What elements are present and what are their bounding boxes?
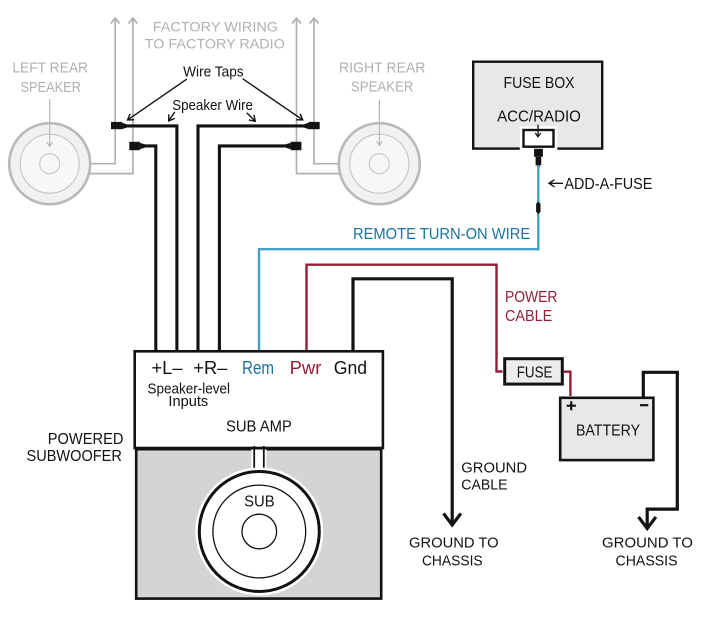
svg-text:SPEAKER: SPEAKER [351,80,414,96]
svg-text:FACTORY WIRING: FACTORY WIRING [153,19,278,35]
svg-text:RIGHT REAR: RIGHT REAR [339,60,426,76]
svg-text:GROUND: GROUND [461,460,527,477]
svg-text:SUBWOOFER: SUBWOOFER [27,448,122,465]
svg-text:FUSE: FUSE [517,365,553,382]
svg-text:Rem: Rem [242,357,274,378]
svg-text:CABLE: CABLE [505,308,552,325]
svg-text:TO FACTORY RADIO: TO FACTORY RADIO [145,36,285,52]
svg-text:Speaker Wire: Speaker Wire [172,97,253,114]
svg-text:POWER: POWER [505,289,557,306]
svg-text:Speaker-level: Speaker-level [148,380,231,397]
svg-text:REMOTE TURN-ON WIRE: REMOTE TURN-ON WIRE [353,226,530,243]
svg-text:LEFT REAR: LEFT REAR [12,60,88,76]
svg-text:SPEAKER: SPEAKER [20,80,81,96]
svg-text:Inputs: Inputs [168,393,208,410]
svg-text:SUB AMP: SUB AMP [226,419,292,436]
svg-text:Gnd: Gnd [334,357,367,378]
svg-text:CABLE: CABLE [461,476,507,493]
svg-text:ADD-A-FUSE: ADD-A-FUSE [564,176,652,193]
svg-text:GROUND TO: GROUND TO [602,535,693,552]
svg-text:Pwr: Pwr [290,357,322,378]
svg-text:POWERED: POWERED [48,431,124,448]
svg-text:+R–: +R– [193,357,228,378]
svg-text:ACC/RADIO: ACC/RADIO [497,108,581,125]
svg-text:Wire Taps: Wire Taps [183,63,244,80]
svg-text:+L–: +L– [152,357,184,378]
svg-text:CHASSIS: CHASSIS [422,553,483,570]
svg-text:SUB: SUB [244,494,275,511]
svg-text:BATTERY: BATTERY [576,423,640,440]
svg-text:FUSE BOX: FUSE BOX [504,75,576,92]
svg-text:CHASSIS: CHASSIS [616,553,678,570]
svg-text:GROUND TO: GROUND TO [409,535,499,552]
